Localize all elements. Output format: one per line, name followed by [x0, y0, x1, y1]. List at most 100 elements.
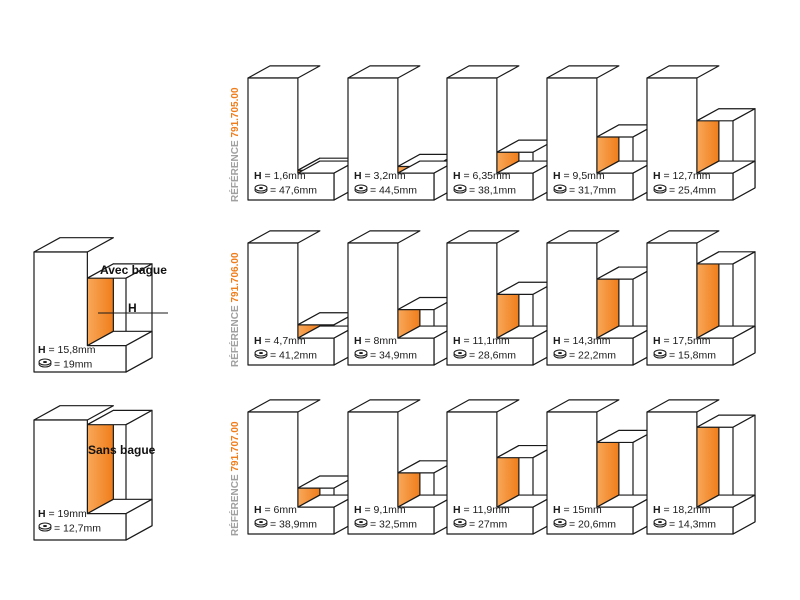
bearing-value: = 12,7mm	[54, 522, 101, 535]
bearing-icon	[553, 349, 567, 362]
reference-label: RÉFÉRENCE 791.706.00	[230, 252, 241, 367]
profile-r2-c1-front-face	[247, 242, 335, 366]
profile-r2-c4-top-face	[546, 230, 620, 244]
profile-r2-c4-front-face	[546, 242, 634, 366]
height-value: = 11,1mm	[460, 335, 510, 347]
left-profile-sans-rabbet-wall	[86, 409, 114, 515]
profile-r1-c1-bearing-label: = 47,6mm	[254, 184, 317, 197]
height-value: = 17,5mm	[660, 335, 711, 347]
left-profile-sans-bearing-label: = 12,7mm	[38, 522, 101, 535]
bearing-icon	[38, 522, 52, 535]
h-letter: H	[354, 335, 362, 347]
height-value: = 8mm	[361, 335, 397, 347]
profile-r2-c1-top-face	[247, 230, 321, 244]
bearing-value: = 14,3mm	[669, 518, 716, 531]
profile-r3-c2-top-face	[347, 399, 421, 413]
profile-r3-c3-front-face	[446, 411, 534, 535]
h-letter: H	[254, 504, 262, 516]
reference-number: 791.706.00	[230, 252, 241, 303]
profile-r3-c5-bearing-label: = 14,3mm	[653, 518, 716, 531]
bearing-value: = 27mm	[469, 518, 508, 531]
profile-r1-c5-front-face	[646, 77, 734, 201]
height-value: = 6mm	[261, 504, 297, 516]
bearing-value: = 31,7mm	[569, 184, 616, 197]
profile-r3-c5-height-label: H = 18,2mm	[653, 504, 711, 516]
bearing-icon	[354, 349, 368, 362]
bearing-icon	[453, 184, 467, 197]
left-profile-avec-front-face	[33, 251, 127, 373]
reference-label: RÉFÉRENCE 791.705.00	[230, 87, 241, 202]
h-dimension-marker: H	[128, 301, 137, 315]
profile-r1-c5-bearing-label: = 25,4mm	[653, 184, 716, 197]
height-value: = 15mm	[560, 504, 602, 516]
bearing-icon	[38, 358, 52, 371]
bearing-icon	[653, 184, 667, 197]
h-letter: H	[254, 335, 262, 347]
bearing-value: = 28,6mm	[469, 349, 516, 362]
profile-r2-c4-height-label: H = 14,3mm	[553, 335, 611, 347]
profile-r3-c4-top-face	[546, 399, 620, 413]
profile-r2-c5-bearing-label: = 15,8mm	[653, 349, 716, 362]
profile-r3-c4-height-label: H = 15mm	[553, 504, 602, 516]
profile-r3-c2-front-face	[347, 411, 435, 535]
bearing-icon	[354, 184, 368, 197]
profile-r3-c1-front-face	[247, 411, 335, 535]
left-profile-sans-title: Sans bague	[88, 443, 156, 457]
h-letter: H	[453, 504, 461, 516]
left-profile-sans-front-face	[33, 419, 127, 541]
bearing-icon	[653, 518, 667, 531]
profile-r1-c5-height-label: H = 12,7mm	[653, 170, 711, 182]
height-value: = 6,35mm	[460, 170, 511, 182]
h-letter: H	[453, 170, 461, 182]
bearing-value: = 41,2mm	[270, 349, 317, 362]
profile-r1-c1-front-face	[247, 77, 335, 201]
profile-r2-c3-front-face	[446, 242, 534, 366]
profile-r3-c1-bearing-label: = 38,9mm	[254, 518, 317, 531]
profile-r3-c2-height-label: H = 9,1mm	[354, 504, 406, 516]
profile-r3-c4-bearing-label: = 20,6mm	[553, 518, 616, 531]
profile-r2-c3-bearing-label: = 28,6mm	[453, 349, 516, 362]
profile-r2-c1-height-label: H = 4,7mm	[254, 335, 306, 347]
profile-r1-c2-front-face	[347, 77, 435, 201]
reference-prefix: RÉFÉRENCE	[230, 471, 241, 536]
profile-r2-c3-height-label: H = 11,1mm	[453, 335, 510, 347]
reference-label: RÉFÉRENCE 791.707.00	[230, 421, 241, 536]
profile-r2-c5-rabbet-wall	[696, 251, 720, 339]
bearing-icon	[354, 518, 368, 531]
bearing-icon	[254, 184, 268, 197]
reference-prefix: RÉFÉRENCE	[230, 302, 241, 367]
profile-r2-c4-bearing-label: = 22,2mm	[553, 349, 616, 362]
h-letter: H	[354, 504, 362, 516]
height-value: = 14,3mm	[560, 335, 611, 347]
h-letter: H	[354, 170, 362, 182]
bearing-icon	[453, 349, 467, 362]
profile-r3-c2-bearing-label: = 32,5mm	[354, 518, 417, 531]
h-letter: H	[653, 170, 661, 182]
reference-number: 791.705.00	[230, 87, 241, 138]
bearing-value: = 47,6mm	[270, 184, 317, 197]
left-profile-avec-bearing-label: = 19mm	[38, 358, 92, 371]
profile-r3-c5-top-face	[646, 399, 720, 413]
bearing-value: = 38,9mm	[270, 518, 317, 531]
bearing-value: = 44,5mm	[370, 184, 417, 197]
height-value: = 9,5mm	[560, 170, 605, 182]
bearing-icon	[254, 349, 268, 362]
profile-r3-c1-height-label: H = 6mm	[254, 504, 297, 516]
h-letter: H	[653, 335, 661, 347]
h-letter: H	[38, 344, 46, 356]
bearing-icon	[653, 349, 667, 362]
profile-r3-c5-rabbet-wall	[696, 414, 720, 508]
profile-r2-c3-top-face	[446, 230, 520, 244]
profile-r1-c2-height-label: H = 3,2mm	[354, 170, 406, 182]
height-value: = 4,7mm	[261, 335, 306, 347]
height-value: = 3,2mm	[361, 170, 406, 182]
profile-r2-c1-bearing-label: = 41,2mm	[254, 349, 317, 362]
profile-r1-c2-top-face	[347, 65, 421, 79]
bearing-icon	[553, 184, 567, 197]
h-letter: H	[553, 170, 561, 182]
height-value: = 11,9mm	[460, 504, 510, 516]
left-profile-avec-top-face	[33, 237, 114, 253]
h-letter: H	[553, 335, 561, 347]
profile-r3-c1-top-face	[247, 399, 321, 413]
